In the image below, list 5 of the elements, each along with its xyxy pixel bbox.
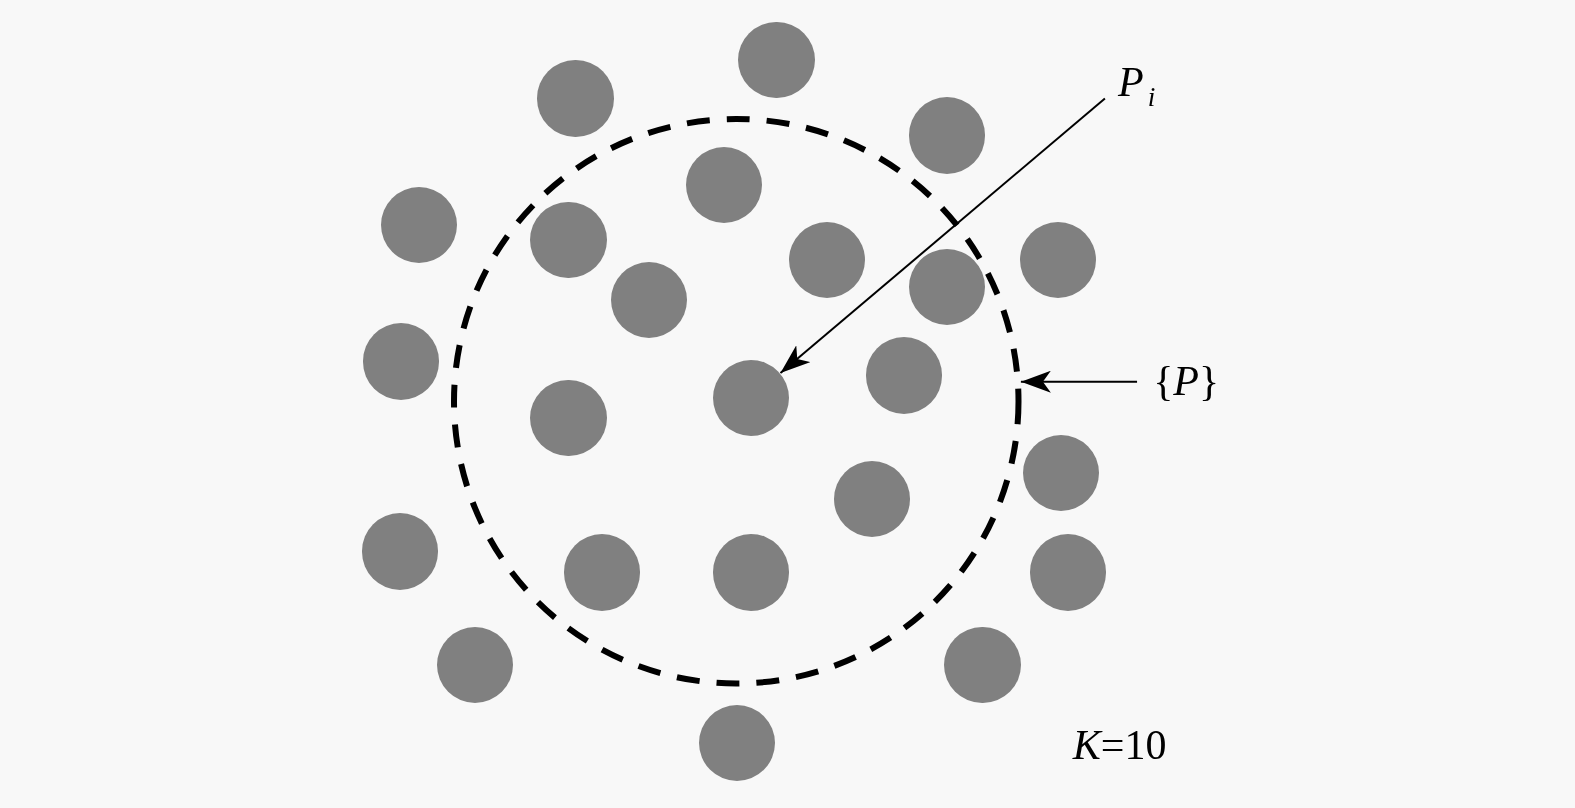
arrow [1019,370,1139,393]
parameter-label: K=10 [1072,723,1167,768]
point-label: P$_{i}$ [1117,60,1156,112]
leader-arrow [779,97,1106,375]
set-label: {P} [1153,358,1220,403]
